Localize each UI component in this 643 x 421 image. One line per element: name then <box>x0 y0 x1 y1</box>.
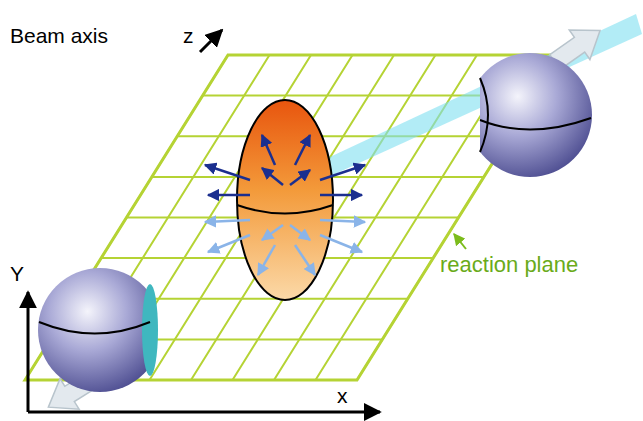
plane-label: reaction plane <box>440 252 578 277</box>
flow-arrows-upper <box>205 135 365 195</box>
axis-label: x <box>337 384 348 408</box>
leader-line <box>454 234 466 249</box>
axis-label: Y <box>10 262 24 286</box>
flow-arrows-lower <box>205 220 365 275</box>
beam-streak <box>285 14 642 194</box>
overlap-region <box>237 100 333 300</box>
axis-label: z <box>183 24 194 48</box>
left-nucleus <box>38 268 162 392</box>
right-nucleus <box>468 53 592 177</box>
axis-label: Beam axis <box>10 24 108 48</box>
axis-arrows <box>28 30 380 412</box>
